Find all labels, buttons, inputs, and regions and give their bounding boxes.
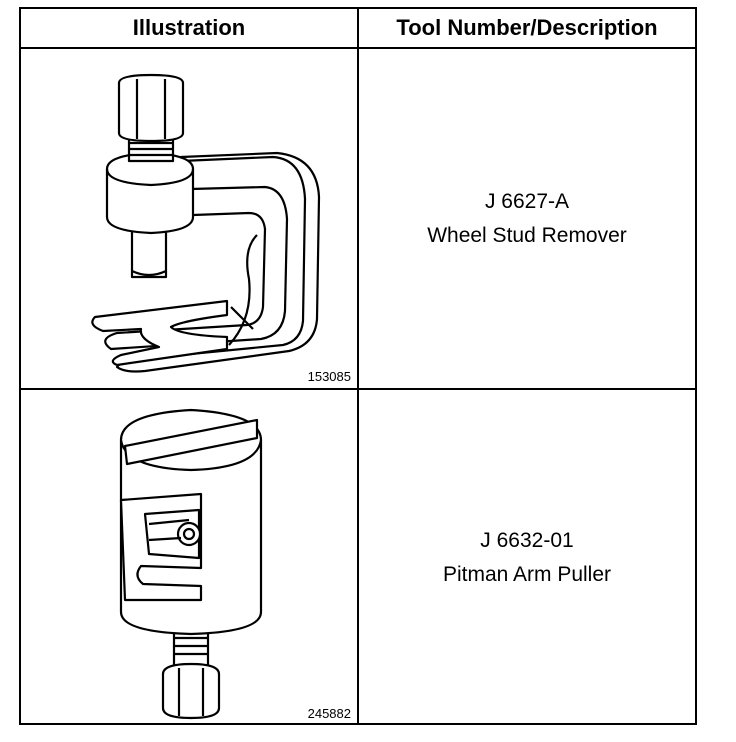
table-row-1-illustration: 153085 xyxy=(21,49,357,388)
tool-number: J 6627-A xyxy=(484,189,570,213)
figure-number: 245882 xyxy=(307,706,351,721)
tool-table: Illustration Tool Number/Description xyxy=(19,7,697,725)
figure-number: 153085 xyxy=(307,369,351,384)
wheel-stud-remover-icon xyxy=(91,73,321,373)
tool-number: J 6632-01 xyxy=(480,528,574,552)
header-tool-description: Tool Number/Description xyxy=(396,15,658,40)
header-divider xyxy=(21,47,695,49)
row-divider xyxy=(21,388,695,390)
pitman-arm-puller-icon xyxy=(119,408,263,720)
header-illustration: Illustration xyxy=(132,15,246,40)
column-divider xyxy=(357,9,359,723)
tool-description: Wheel Stud Remover xyxy=(427,223,627,247)
table-row-2-illustration: 245882 xyxy=(21,390,357,725)
table-row-2-description: J 6632-01 Pitman Arm Puller xyxy=(359,390,695,725)
tool-description: Pitman Arm Puller xyxy=(442,562,612,586)
table-row-1-description: J 6627-A Wheel Stud Remover xyxy=(359,49,695,388)
